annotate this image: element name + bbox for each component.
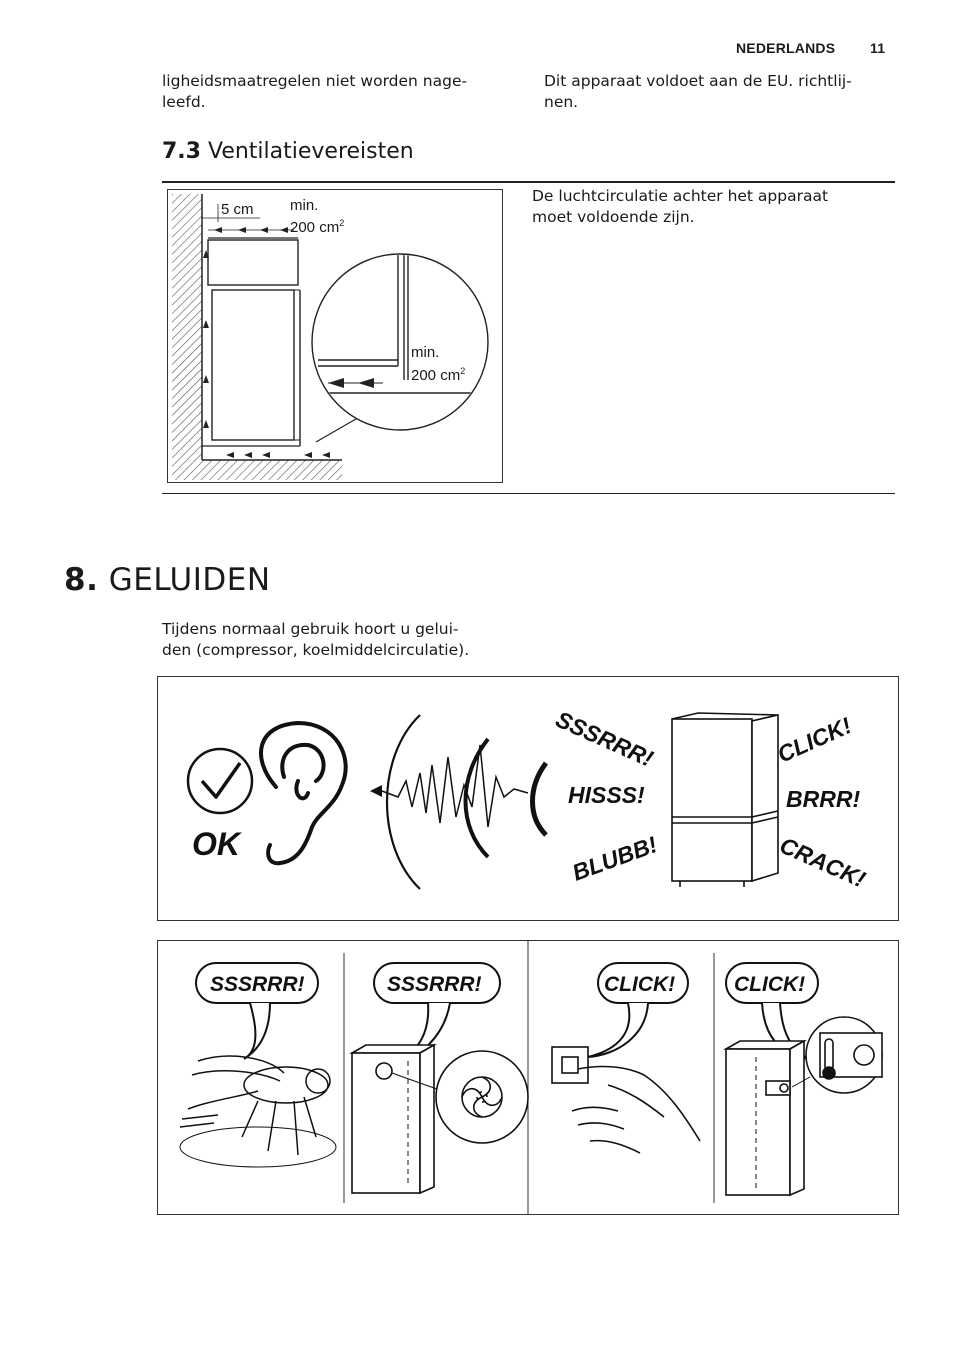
bubble-4 xyxy=(725,962,819,1060)
switch-hand-icon xyxy=(551,1046,701,1154)
rear-airflow-arrows xyxy=(203,250,209,428)
sound-hisss: HISSS! xyxy=(568,782,645,808)
ventilation-drawing xyxy=(172,194,489,480)
sound-waveform xyxy=(381,744,529,828)
section-7-3-title: Ventilatievereisten xyxy=(207,139,414,164)
section-8-title: GELUIDEN xyxy=(108,562,271,598)
section-7-3-text-line2: moet voldoende zijn. xyxy=(532,208,695,226)
bubble-2-text: SSSRRR! xyxy=(387,973,482,996)
section-7-3-text-line1: De luchtcirculatie achter het apparaat xyxy=(532,187,829,205)
bottom-area-value: 200 cm xyxy=(411,367,461,384)
bubble-3 xyxy=(587,962,689,1058)
intro-left-line2: leefd. xyxy=(162,93,206,111)
section-8-number: 8. xyxy=(64,562,99,598)
top-area-label: 200 cm2 xyxy=(290,218,344,236)
bubble-1 xyxy=(195,962,319,1060)
bubble-2 xyxy=(373,962,501,1066)
header-language: NEDERLANDS xyxy=(736,40,836,56)
bubble-1-text: SSSRRR! xyxy=(210,973,305,996)
intro-left: ligheidsmaatregelen niet worden nage- le… xyxy=(162,71,512,113)
fly-icon xyxy=(179,1055,337,1168)
sound-crack: CRACK! xyxy=(776,832,870,893)
wall-hatching xyxy=(172,194,202,480)
sounds-figure: OK SSSRRR! HISSS! BLUBB! CLICK! xyxy=(157,676,899,921)
intro-left-line1: ligheidsmaatregelen niet worden nage- xyxy=(162,72,468,90)
ok-label: OK xyxy=(192,826,243,862)
sound-arrow-icon xyxy=(370,785,382,797)
ear-icon xyxy=(259,720,348,866)
fridge-body xyxy=(211,289,295,441)
section-7-3-heading: 7.3 Ventilatievereisten xyxy=(162,139,414,164)
bubble-3-text: CLICK! xyxy=(604,973,675,996)
sound-brrr: BRRR! xyxy=(786,786,860,812)
section-7-3-text: De luchtcirculatie achter het apparaat m… xyxy=(532,186,892,228)
top-min-label: min. xyxy=(290,197,319,214)
intro-right-line1: Dit apparaat voldoet aan de EU. richtlij… xyxy=(544,72,852,90)
bottom-area-label: 200 cm2 xyxy=(411,366,465,384)
fridge-icon xyxy=(671,712,779,887)
intro-right: Dit apparaat voldoet aan de EU. richtlij… xyxy=(544,71,894,113)
sound-wave-inner xyxy=(530,761,549,837)
sound-sssrrr: SSSRRR! xyxy=(552,706,657,772)
sound-sources-figure: SSSRRR! SSSRRR! CLICK! CLICK! xyxy=(157,940,899,1215)
bottom-area-sup: 2 xyxy=(460,366,466,376)
sound-click: CLICK! xyxy=(773,712,855,768)
section-8-text-line2: den (compressor, koelmiddelcirculatie). xyxy=(162,641,470,659)
section-7-3-bottom-rule xyxy=(162,493,895,494)
fridge-thermostat-icon xyxy=(722,1016,883,1197)
detail-magnifier xyxy=(311,253,489,431)
sound-wave-outer xyxy=(386,714,421,890)
floor-hatching xyxy=(202,460,342,480)
check-circle-icon xyxy=(186,747,254,815)
fridge-fan-icon xyxy=(348,1043,529,1195)
section-8-text-line1: Tijdens normaal gebruik hoort u gelui- xyxy=(162,620,459,638)
intro-right-line2: nen. xyxy=(544,93,579,111)
gap-label: 5 cm xyxy=(221,201,254,218)
bottom-min-label: min. xyxy=(411,344,440,361)
section-8-heading: 8. GELUIDEN xyxy=(64,562,271,598)
section-7-3-top-rule xyxy=(162,181,895,183)
sound-blubb: BLUBB! xyxy=(569,831,661,886)
top-area-value: 200 cm xyxy=(290,219,340,236)
top-area-sup: 2 xyxy=(339,218,345,228)
header-page-number: 11 xyxy=(870,40,886,56)
upper-cabinet xyxy=(207,239,299,286)
ventilation-figure: 5 cm min. 200 cm2 min. 200 cm2 xyxy=(167,189,503,483)
sound-sources-drawing: SSSRRR! SSSRRR! CLICK! CLICK! xyxy=(179,941,883,1214)
section-7-3-number: 7.3 xyxy=(162,139,201,164)
bottom-airflow-arrows xyxy=(226,452,330,458)
bubble-4-text: CLICK! xyxy=(734,973,805,996)
sounds-drawing: OK SSSRRR! HISSS! BLUBB! CLICK! xyxy=(186,706,870,893)
section-8-text: Tijdens normaal gebruik hoort u gelui- d… xyxy=(162,619,522,661)
